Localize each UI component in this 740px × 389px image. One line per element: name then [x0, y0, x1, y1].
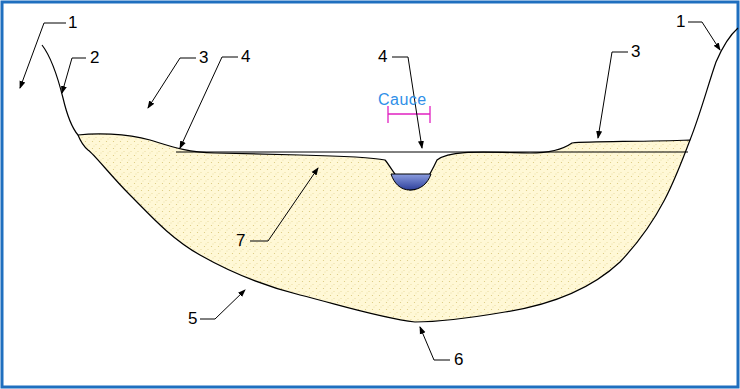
callout-number: 4: [378, 48, 387, 65]
callout-number: 1: [676, 13, 685, 30]
river-water: [391, 174, 431, 190]
valley-slope: [690, 28, 738, 140]
callout-number: 7: [236, 232, 245, 249]
callout-number: 1: [68, 14, 77, 31]
callout-number: 5: [188, 310, 197, 327]
callout-number: 6: [454, 351, 463, 368]
leader-lines: [20, 22, 720, 360]
flood-level: [176, 152, 688, 153]
callout-number: 3: [631, 43, 640, 60]
cauce-bracket: [388, 106, 430, 123]
callout-number: 4: [241, 48, 250, 65]
alluvial-fill: [78, 134, 690, 322]
channel-label: Cauce: [378, 92, 427, 108]
callout-number: 3: [199, 49, 208, 66]
callout-number: 2: [90, 49, 99, 66]
